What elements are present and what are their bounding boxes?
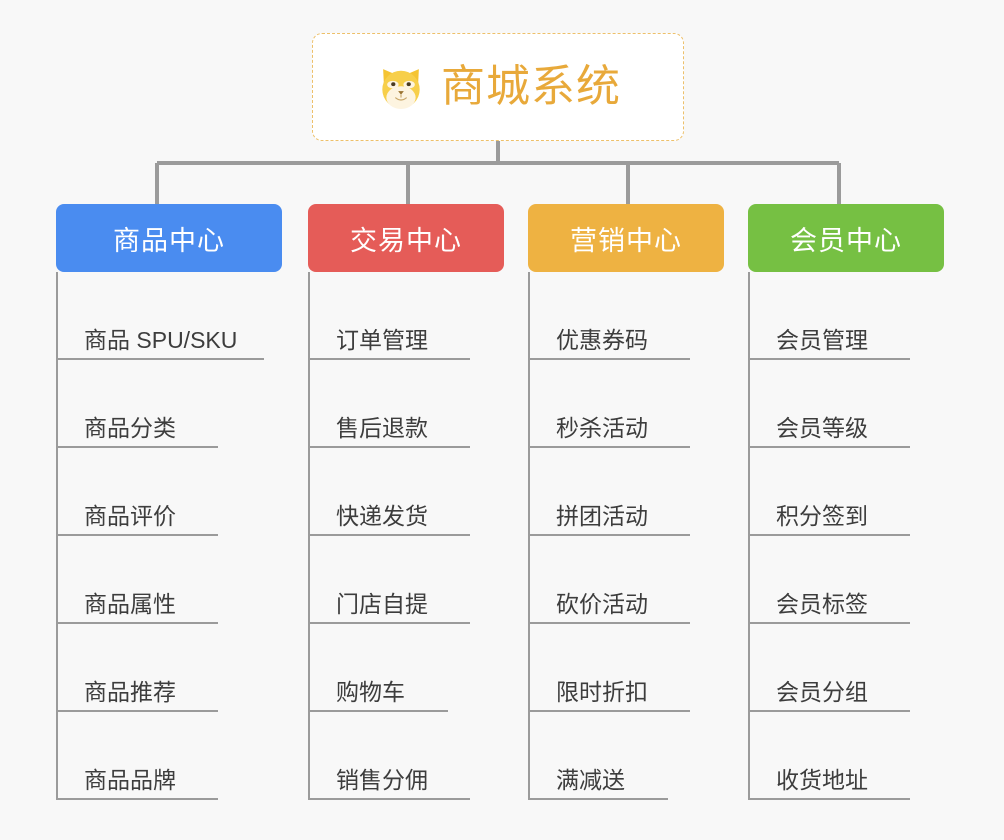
- leaf-item[interactable]: 销售分佣: [308, 712, 516, 800]
- branch-spine: [56, 272, 58, 800]
- branch-children-product: 商品 SPU/SKU 商品分类商品评价商品属性商品推荐商品品牌: [44, 272, 294, 800]
- leaf-item[interactable]: 满减送: [528, 712, 736, 800]
- leaf-item-label: 商品 SPU/SKU: [84, 326, 238, 353]
- branch-header-product[interactable]: 商品中心: [56, 204, 282, 272]
- branch-spine: [528, 272, 530, 800]
- leaf-item-rule: [308, 798, 470, 800]
- leaf-item[interactable]: 秒杀活动: [528, 360, 736, 448]
- leaf-item-label: 拼团活动: [556, 502, 648, 529]
- leaf-item[interactable]: 积分签到: [748, 448, 956, 536]
- branch-spine: [748, 272, 750, 800]
- leaf-item-label: 快递发货: [336, 502, 428, 529]
- root-title: 商城系统: [441, 62, 621, 111]
- leaf-item-rule: [308, 710, 448, 712]
- leaf-item-rule: [56, 446, 218, 448]
- leaf-item-label: 积分签到: [776, 502, 868, 529]
- branch-children-marketing: 优惠券码秒杀活动拼团活动砍价活动限时折扣满减送: [516, 272, 736, 800]
- leaf-item-rule: [528, 798, 668, 800]
- leaf-item[interactable]: 订单管理: [308, 272, 516, 360]
- leaf-item-label: 商品分类: [84, 414, 176, 441]
- leaf-item-rule: [308, 534, 470, 536]
- leaf-item[interactable]: 优惠券码: [528, 272, 736, 360]
- leaf-item-rule: [308, 358, 470, 360]
- leaf-item-label: 销售分佣: [336, 766, 428, 793]
- leaf-item[interactable]: 购物车: [308, 624, 516, 712]
- branch-header-member[interactable]: 会员中心: [748, 204, 944, 272]
- leaf-item-label: 会员分组: [776, 678, 868, 705]
- leaf-item-label: 满减送: [556, 766, 625, 793]
- leaf-item[interactable]: 商品 SPU/SKU: [56, 272, 294, 360]
- leaf-item-label: 秒杀活动: [556, 414, 648, 441]
- leaf-item[interactable]: 会员标签: [748, 536, 956, 624]
- leaf-item-label: 限时折扣: [556, 678, 648, 705]
- branch-column-1: 交易中心订单管理售后退款快递发货门店自提购物车销售分佣: [296, 204, 516, 800]
- shiba-dog-face-icon: [382, 69, 420, 109]
- leaf-item-label: 商品评价: [84, 502, 176, 529]
- leaf-item-rule: [528, 446, 690, 448]
- leaf-item[interactable]: 拼团活动: [528, 448, 736, 536]
- leaf-item[interactable]: 门店自提: [308, 536, 516, 624]
- leaf-item-rule: [748, 622, 910, 624]
- leaf-item-rule: [528, 622, 690, 624]
- leaf-item-label: 砍价活动: [556, 590, 648, 617]
- leaf-item[interactable]: 收货地址: [748, 712, 956, 800]
- leaf-item-label: 会员等级: [776, 414, 868, 441]
- leaf-item-rule: [748, 798, 910, 800]
- leaf-item-rule: [56, 710, 218, 712]
- leaf-item-rule: [748, 534, 910, 536]
- leaf-item[interactable]: 会员分组: [748, 624, 956, 712]
- leaf-item[interactable]: 限时折扣: [528, 624, 736, 712]
- branch-children-member: 会员管理会员等级积分签到会员标签会员分组收货地址: [736, 272, 956, 800]
- leaf-item-label: 门店自提: [336, 590, 428, 617]
- leaf-item-rule: [528, 534, 690, 536]
- leaf-item-label: 会员标签: [776, 590, 868, 617]
- branch-header-label: 交易中心: [350, 225, 462, 256]
- branch-children-trade: 订单管理售后退款快递发货门店自提购物车销售分佣: [296, 272, 516, 800]
- leaf-item-rule: [528, 710, 690, 712]
- leaf-item[interactable]: 快递发货: [308, 448, 516, 536]
- leaf-item-rule: [56, 622, 218, 624]
- leaf-item-label: 收货地址: [776, 766, 868, 793]
- branch-column-2: 营销中心优惠券码秒杀活动拼团活动砍价活动限时折扣满减送: [516, 204, 736, 800]
- leaf-item[interactable]: 砍价活动: [528, 536, 736, 624]
- root-node[interactable]: 商城系统: [312, 33, 684, 141]
- leaf-item[interactable]: 商品分类: [56, 360, 294, 448]
- branch-header-trade[interactable]: 交易中心: [308, 204, 504, 272]
- leaf-item-label: 购物车: [336, 678, 405, 705]
- leaf-item[interactable]: 商品推荐: [56, 624, 294, 712]
- leaf-item-label: 商品推荐: [84, 678, 176, 705]
- branch-column-3: 会员中心会员管理会员等级积分签到会员标签会员分组收货地址: [736, 204, 956, 800]
- leaf-item[interactable]: 售后退款: [308, 360, 516, 448]
- branch-header-marketing[interactable]: 营销中心: [528, 204, 724, 272]
- leaf-item[interactable]: 会员管理: [748, 272, 956, 360]
- branch-spine: [308, 272, 310, 800]
- leaf-item-label: 会员管理: [776, 326, 868, 353]
- leaf-item-label: 优惠券码: [556, 326, 648, 353]
- branch-header-label: 营销中心: [570, 225, 682, 256]
- branch-header-label: 会员中心: [790, 225, 902, 256]
- branch-header-label: 商品中心: [113, 225, 225, 256]
- leaf-item-rule: [56, 534, 218, 536]
- leaf-item-rule: [528, 358, 690, 360]
- leaf-item-label: 商品品牌: [84, 766, 176, 793]
- leaf-item-rule: [748, 710, 910, 712]
- leaf-item-rule: [308, 622, 470, 624]
- leaf-item-label: 商品属性: [84, 590, 176, 617]
- leaf-item-label: 订单管理: [336, 326, 428, 353]
- leaf-item[interactable]: 商品品牌: [56, 712, 294, 800]
- leaf-item-rule: [748, 446, 910, 448]
- leaf-item-rule: [56, 358, 264, 360]
- leaf-item[interactable]: 商品评价: [56, 448, 294, 536]
- leaf-item[interactable]: 会员等级: [748, 360, 956, 448]
- branch-column-0: 商品中心商品 SPU/SKU 商品分类商品评价商品属性商品推荐商品品牌: [44, 204, 294, 800]
- leaf-item-rule: [56, 798, 218, 800]
- leaf-item-rule: [748, 358, 910, 360]
- leaf-item-rule: [308, 446, 470, 448]
- leaf-item[interactable]: 商品属性: [56, 536, 294, 624]
- leaf-item-label: 售后退款: [336, 414, 428, 441]
